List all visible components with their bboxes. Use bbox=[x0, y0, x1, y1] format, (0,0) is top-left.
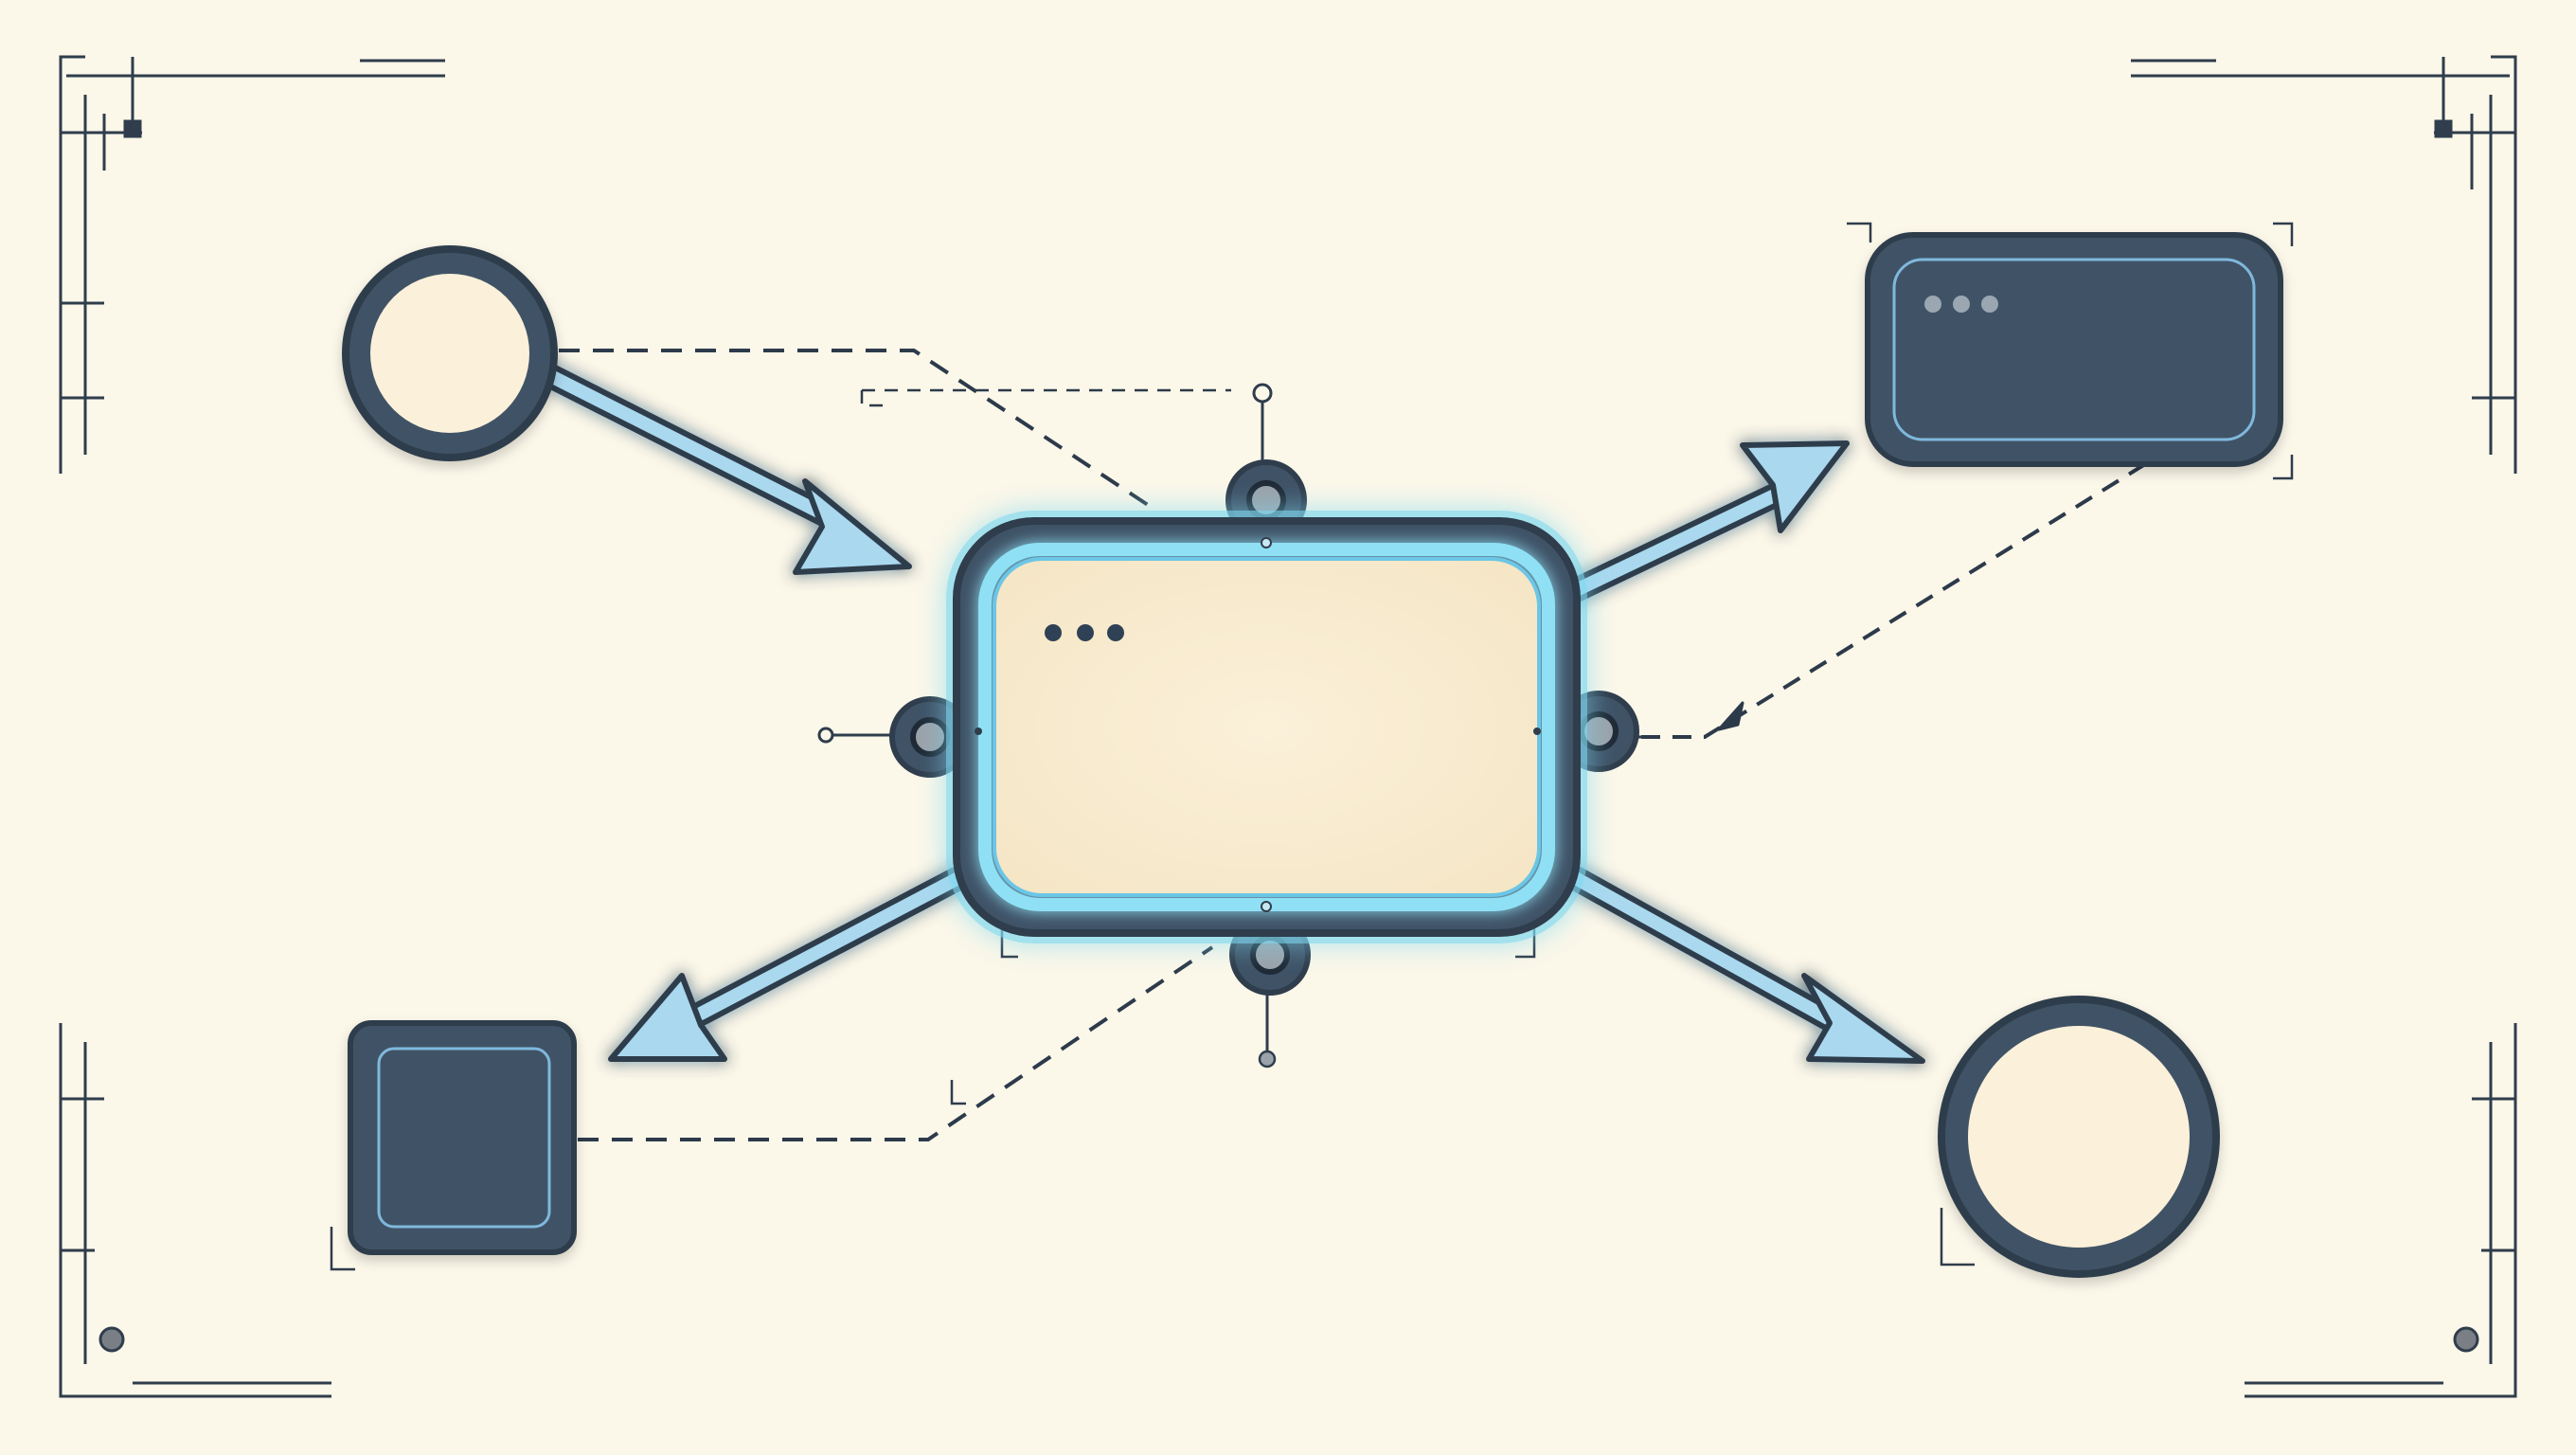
frame-corner-bottom-left bbox=[59, 1023, 331, 1398]
arrowhead-icon bbox=[1717, 701, 1744, 731]
arrow-center-to-bottom-left bbox=[608, 867, 969, 1062]
node-bottom-left-square[interactable] bbox=[330, 1020, 966, 1271]
arrowhead-icon bbox=[1740, 440, 1850, 533]
dashed-line-bottom-left-to-center bbox=[578, 945, 1214, 1141]
frame-corner-top-left bbox=[59, 55, 445, 474]
frame-corner-top-right bbox=[2131, 55, 2517, 474]
arrowhead-icon bbox=[793, 478, 912, 575]
arrow-top-left-to-center bbox=[518, 353, 912, 575]
dashed-line-top-left-to-center bbox=[559, 349, 1153, 509]
bracket-marks bbox=[330, 1080, 966, 1271]
ellipsis-dots-icon bbox=[1924, 296, 1998, 313]
bracket-marks bbox=[1000, 928, 1536, 959]
arrowhead-icon bbox=[608, 973, 727, 1062]
bracket-marks bbox=[1847, 222, 2294, 480]
arrowhead-icon bbox=[1801, 973, 1925, 1064]
ellipsis-dots-icon bbox=[1045, 624, 1124, 641]
frame-corner-bottom-right bbox=[2245, 1023, 2517, 1398]
node-center-panel[interactable] bbox=[817, 383, 1643, 1069]
node-top-right-panel[interactable] bbox=[1847, 222, 2294, 480]
dashed-guide-top bbox=[860, 388, 1231, 407]
arrow-center-to-bottom-right bbox=[1560, 864, 1925, 1064]
node-top-left-circle[interactable] bbox=[342, 245, 558, 461]
arrow-center-to-top-right bbox=[1560, 440, 1850, 604]
node-bottom-right-circle[interactable] bbox=[1938, 996, 2220, 1278]
dashed-arrow-top-right-to-center bbox=[1624, 462, 2147, 739]
